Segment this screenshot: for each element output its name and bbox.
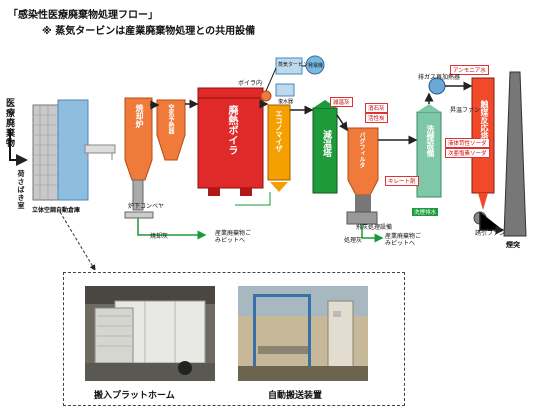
stack: [504, 72, 526, 236]
boiler-tag: ボイラ内: [238, 78, 262, 87]
sodium-hypo-tag: 次亜塩素ソーダ: [445, 148, 490, 158]
industrial-pit-label-2: 産業廃棄物ごみピットへ: [385, 233, 425, 247]
waste-heat-boiler-label: 廃熱ボイラ: [224, 105, 239, 155]
bag-filter-label: バグフィルタ: [357, 132, 366, 168]
generator-label: 発電機: [308, 62, 323, 69]
denitration-label: 触媒反応塔: [479, 100, 490, 140]
scrubber-label: 洗煙設備: [425, 125, 436, 157]
industrial-pit-label-1: 産業廃棄物ごみピットへ: [215, 230, 255, 244]
auto-conveyor-photo: [238, 286, 368, 381]
stack-label: 煙突: [506, 240, 520, 250]
fly-ash-treatment-label: 飛灰処理設備: [356, 222, 392, 231]
feed-conveyor: [85, 145, 115, 153]
economizer-label: エコノマイザ: [274, 110, 284, 152]
condenser-label: 復水器: [278, 98, 293, 105]
reheater-label: 排ガス再加熱器: [418, 72, 460, 81]
furnace-conveyor-label: 炉下コンベヤ: [128, 201, 164, 210]
induced-fan-label: 誘引ファン: [475, 228, 505, 237]
burned-ash-label: 焼却灰: [150, 231, 168, 240]
air-preheater-label: 空気予熱器: [166, 104, 175, 134]
boost-fan-label: 昇温ファン: [450, 105, 480, 114]
steam-drum: [261, 91, 271, 101]
wash-drain-tag: 洗煙排水: [412, 208, 438, 216]
slaked-lime-tag: 消石灰: [365, 103, 388, 113]
auto-conveyor-caption: 自動搬送装置: [268, 388, 322, 401]
loading-platform-photo: [85, 286, 215, 381]
steam-turbine-label: 蒸気タービン: [278, 61, 308, 68]
medical-waste-label: 医療廃棄物: [3, 98, 16, 148]
cooling-tower-label: 減温塔: [320, 130, 333, 157]
storage-label: 立体空調自動倉庫: [32, 205, 80, 214]
chelate-tag: キレート剤: [385, 176, 419, 186]
loading-platform-caption: 搬入プラットホーム: [94, 388, 175, 401]
condenser: [276, 84, 294, 96]
unloading-room-label: 荷さばき室: [16, 170, 26, 210]
ash-treatment-label: 処理灰: [344, 235, 362, 244]
activated-carbon-tag: 活性炭: [365, 113, 388, 123]
reduced-ash-tag: 減温灰: [330, 97, 353, 107]
incinerator-label: 焼却炉: [134, 104, 145, 128]
